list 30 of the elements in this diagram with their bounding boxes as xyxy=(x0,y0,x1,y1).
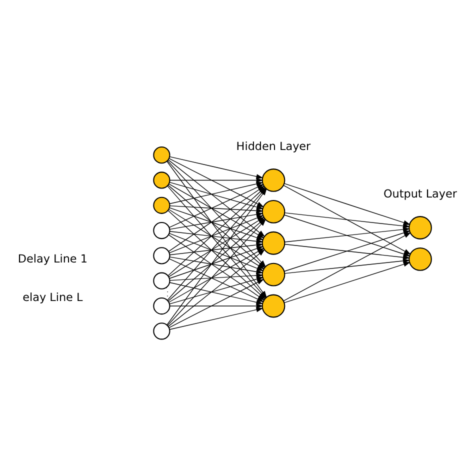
node-circle xyxy=(152,146,170,164)
node-circle xyxy=(152,172,170,189)
node-circle xyxy=(261,294,285,318)
node-circle xyxy=(152,322,170,340)
label: Hidden Layer xyxy=(236,140,310,154)
node-circle xyxy=(152,196,170,214)
arrow xyxy=(284,183,410,225)
arrow xyxy=(284,262,410,304)
arrow xyxy=(168,178,263,183)
arrow xyxy=(168,256,263,274)
arrow xyxy=(168,156,263,179)
node-circle xyxy=(152,222,170,240)
node-circle xyxy=(261,168,285,192)
arrow xyxy=(168,273,263,281)
node-circle xyxy=(152,272,170,290)
arrow xyxy=(168,205,263,214)
node-circle xyxy=(152,247,170,264)
arrow xyxy=(168,304,263,308)
label: elay Line L xyxy=(22,290,82,304)
node-circle xyxy=(261,200,285,224)
node-circle xyxy=(152,297,170,315)
arrow xyxy=(168,307,263,330)
node-circle xyxy=(261,262,285,286)
node-circle xyxy=(261,231,285,255)
label: Output Layer xyxy=(382,188,456,201)
node-circle xyxy=(408,247,432,271)
arrow xyxy=(284,212,410,228)
label: Delay Line 1 xyxy=(17,252,87,266)
node-circle xyxy=(408,216,432,240)
arrow xyxy=(284,258,410,274)
